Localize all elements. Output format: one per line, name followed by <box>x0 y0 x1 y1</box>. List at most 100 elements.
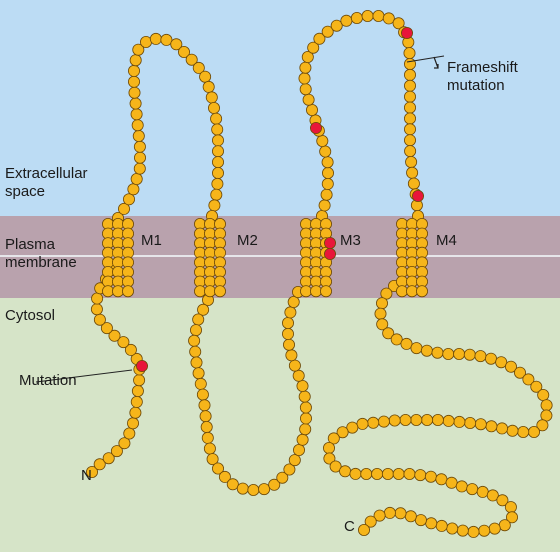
residue <box>327 432 340 445</box>
extracellular-label: Extracellular space <box>5 165 88 200</box>
residue <box>414 469 427 482</box>
residue <box>506 424 519 437</box>
residue <box>319 145 332 158</box>
residue <box>403 79 416 92</box>
residue <box>505 511 518 524</box>
residue <box>127 183 140 196</box>
residue <box>394 507 407 520</box>
residue <box>299 412 312 425</box>
residue <box>133 151 146 164</box>
residue <box>392 17 405 30</box>
residue <box>129 406 142 419</box>
residue <box>123 193 136 206</box>
frameshift-leader-line <box>406 55 445 63</box>
residue <box>336 426 349 439</box>
helix-residue <box>122 285 135 298</box>
residue <box>420 344 433 357</box>
transmembrane-helices <box>102 217 428 298</box>
residue <box>203 442 216 455</box>
residue <box>536 419 549 432</box>
residue <box>376 318 389 331</box>
residue <box>464 416 477 429</box>
residue <box>528 425 541 438</box>
residue <box>292 369 305 382</box>
residue <box>288 454 301 467</box>
residue <box>102 452 115 465</box>
residue <box>211 462 224 475</box>
residue <box>349 467 362 480</box>
residue <box>424 470 437 483</box>
residue <box>537 388 550 401</box>
residue <box>403 47 416 60</box>
membrane-label: Plasma membrane <box>5 236 77 271</box>
mutation-residue-m3-b <box>323 247 336 260</box>
residue <box>118 437 131 450</box>
residue <box>488 522 501 535</box>
residue <box>210 188 223 201</box>
residue <box>132 43 145 56</box>
residue <box>455 480 468 493</box>
residue <box>323 452 336 465</box>
residue <box>189 324 202 337</box>
residue <box>435 473 448 486</box>
residue <box>177 46 190 59</box>
residue <box>200 420 213 433</box>
residue <box>131 384 144 397</box>
residue <box>192 313 205 326</box>
residue <box>170 38 183 51</box>
residue <box>133 140 146 153</box>
n-terminus-label: N <box>81 467 92 484</box>
residue <box>299 61 312 74</box>
residue <box>130 172 143 185</box>
residue <box>356 417 369 430</box>
residue <box>484 352 497 365</box>
residue <box>431 346 444 359</box>
residue <box>117 336 130 349</box>
residue <box>496 494 509 507</box>
residue <box>320 188 333 201</box>
residue <box>375 297 388 310</box>
residue <box>442 414 455 427</box>
residue <box>410 342 423 355</box>
helix-m3 <box>299 217 332 298</box>
helix-residue <box>415 285 428 298</box>
residue <box>316 134 329 147</box>
residue <box>127 75 140 88</box>
residue <box>206 453 219 466</box>
residue <box>202 80 215 93</box>
residue <box>284 306 297 319</box>
residue <box>194 377 207 390</box>
residue <box>383 506 396 519</box>
residue <box>305 104 318 117</box>
helix-residue <box>203 285 216 298</box>
residue <box>132 129 145 142</box>
extracellular-region <box>0 0 560 216</box>
residue <box>296 379 309 392</box>
cytosol-label: Cytosol <box>5 307 56 324</box>
residue <box>281 316 294 329</box>
residue <box>346 421 359 434</box>
residue <box>211 145 224 158</box>
residue <box>403 68 416 81</box>
residue <box>425 517 438 530</box>
residue <box>298 72 311 85</box>
residue <box>208 199 221 212</box>
residue <box>198 399 211 412</box>
helix-residue <box>112 285 125 298</box>
residue <box>504 501 517 514</box>
residue <box>128 86 141 99</box>
helix-label-m3: M3 <box>340 232 361 249</box>
residue <box>485 420 498 433</box>
residue <box>504 360 517 373</box>
residue <box>110 445 123 458</box>
residue <box>90 303 103 316</box>
residue <box>367 416 380 429</box>
residue <box>486 489 499 502</box>
residue <box>211 156 224 169</box>
residue <box>139 36 152 49</box>
residue <box>403 467 416 480</box>
residue <box>498 519 511 532</box>
mutation-residue-m3-a <box>323 236 336 249</box>
residue <box>446 522 459 535</box>
residue <box>211 123 224 136</box>
